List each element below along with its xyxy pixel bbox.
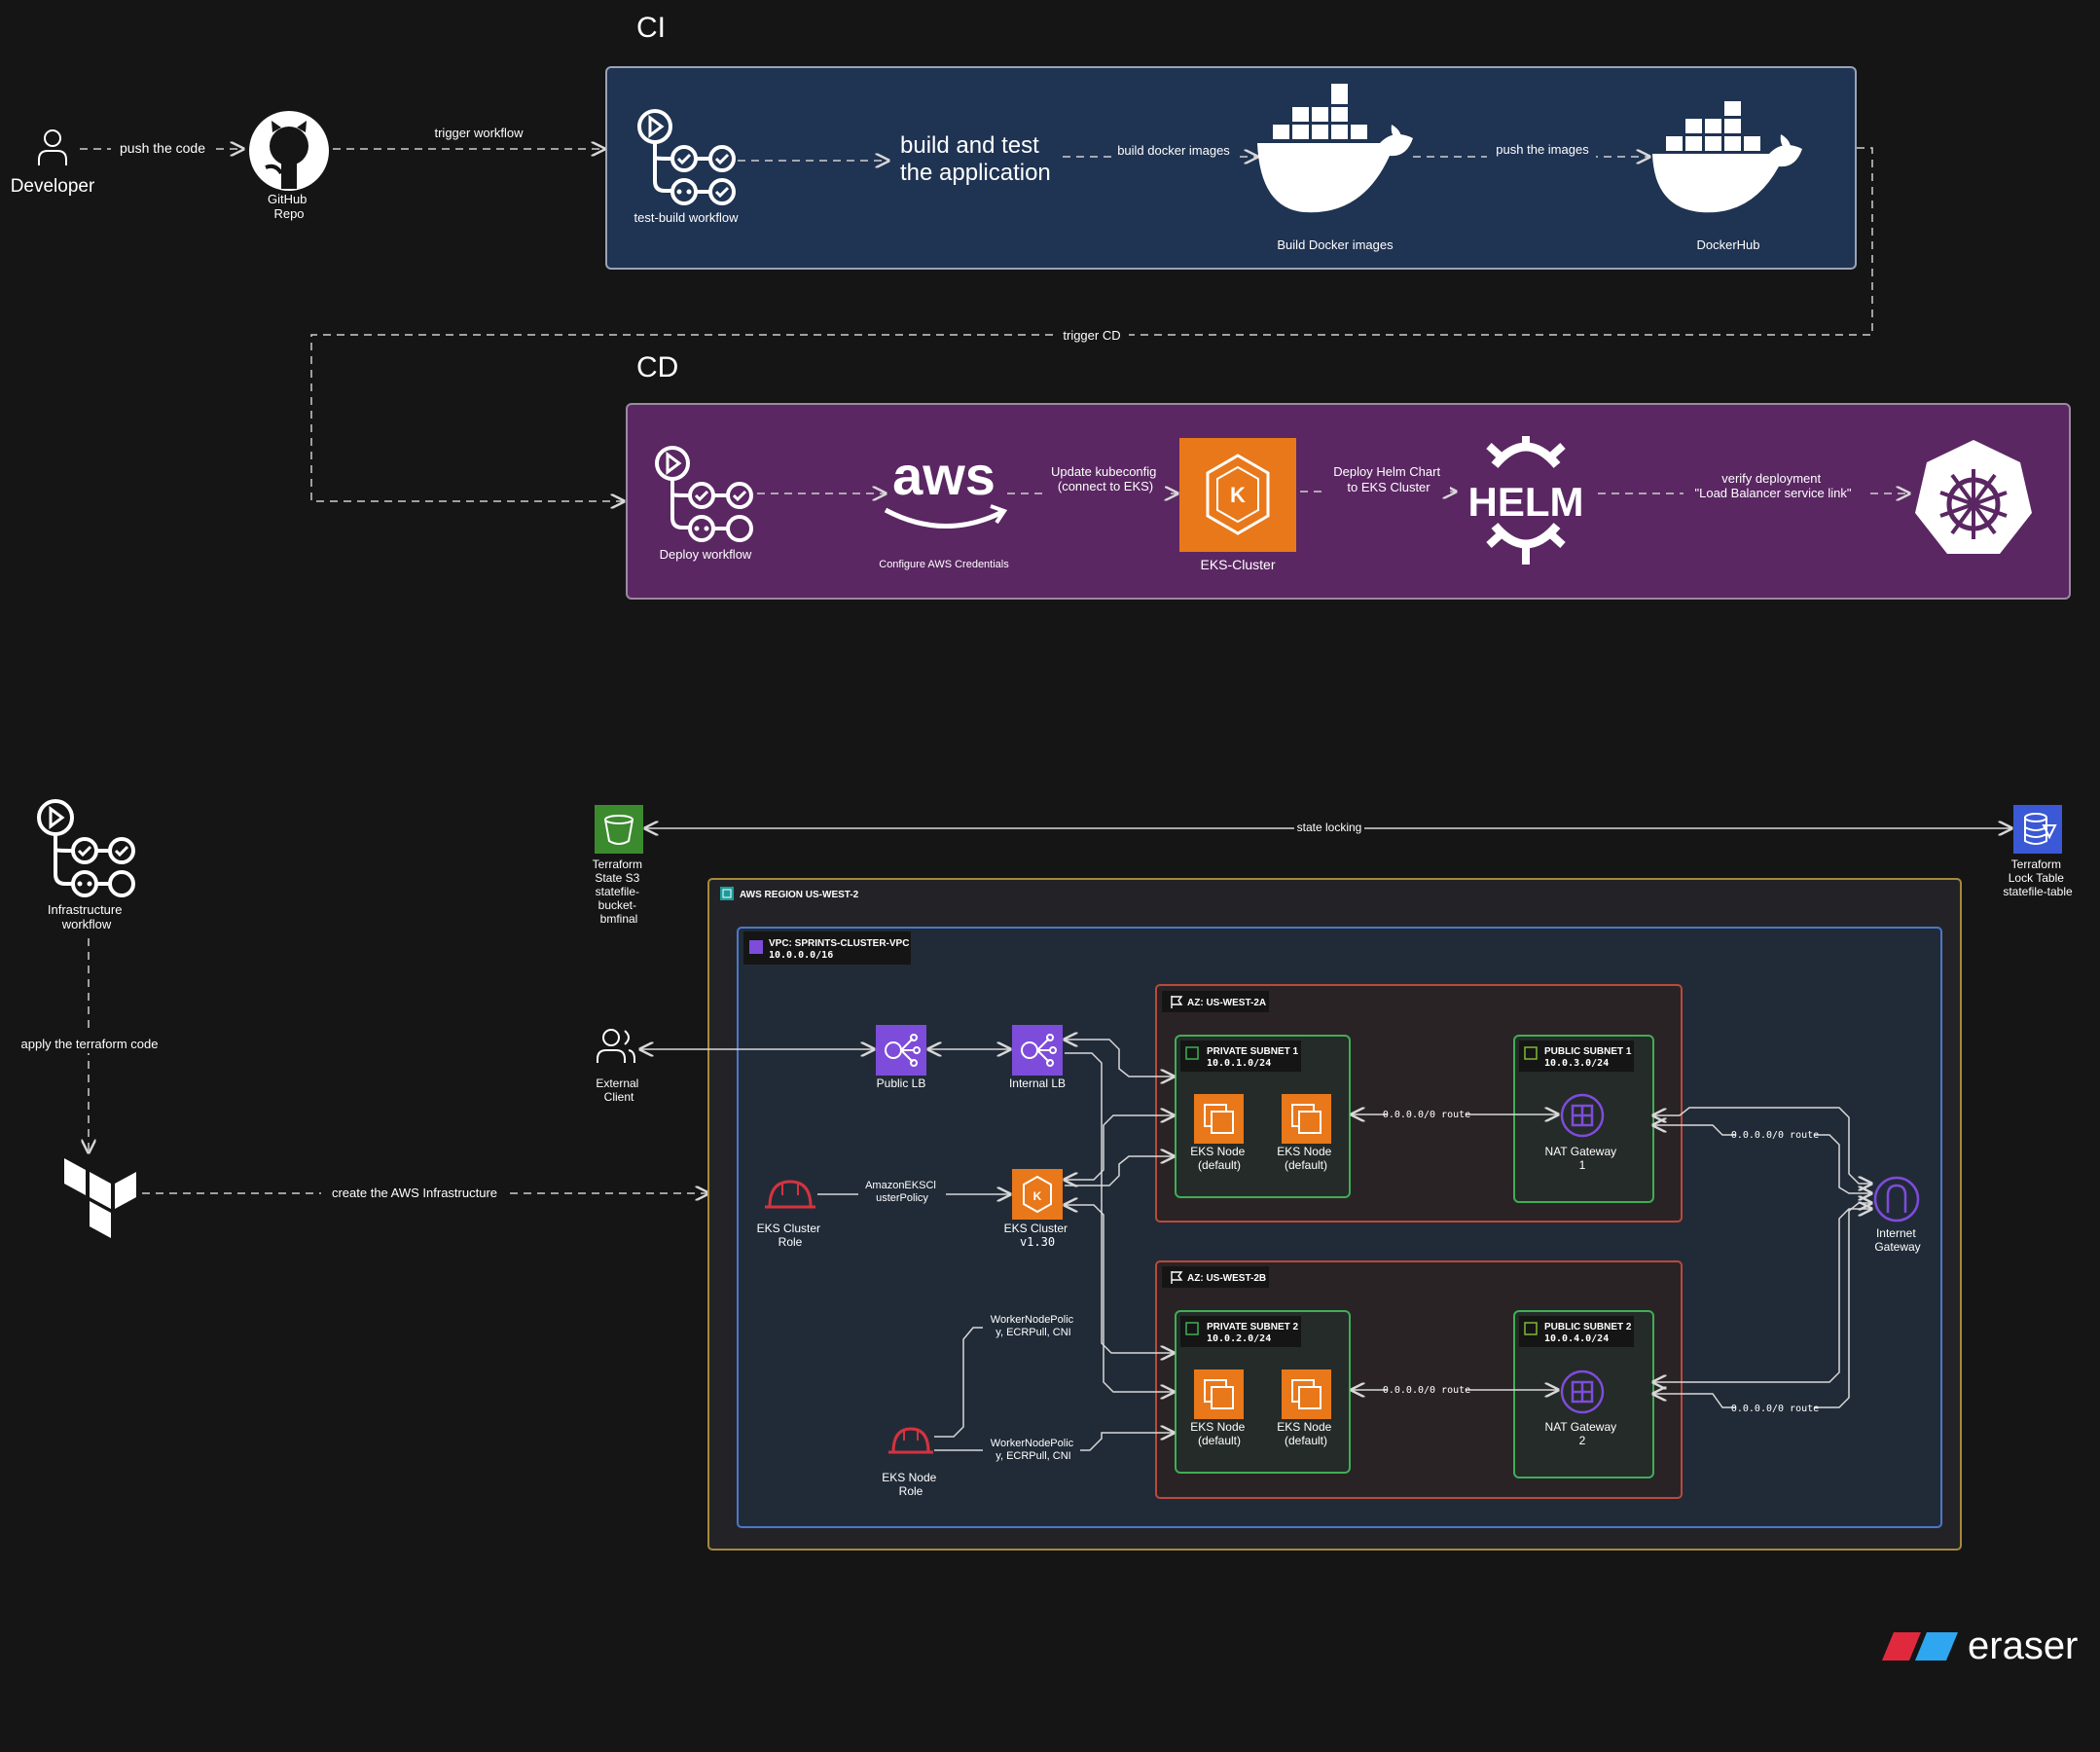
apply-terraform-label: apply the terraform code [21, 1037, 159, 1051]
internet-gateway-label: Internet Gateway [1874, 1226, 1920, 1254]
region-label: AWS REGION US-WEST-2 [740, 890, 859, 900]
push-code-label: push the code [120, 140, 205, 156]
eks-node-role-icon [888, 1427, 933, 1454]
svg-text:HELM: HELM [1468, 479, 1584, 525]
verify-deployment-label: verify deployment "Load Balancer service… [1695, 471, 1852, 500]
eks-node-1b-label: EKS Node (default) [1277, 1145, 1334, 1172]
internet-gateway-icon [1873, 1176, 1920, 1223]
configure-aws-label: Configure AWS Credentials [879, 559, 1009, 570]
deploy-helm-label: Deploy Helm Chart to EKS Cluster [1333, 464, 1443, 494]
az-a-label: AZ: US-WEST-2A [1187, 998, 1266, 1008]
deploy-workflow-label: Deploy workflow [660, 547, 752, 562]
nat2-to-igw-edge-b [1653, 1203, 1871, 1408]
private-subnet-1 [1175, 1035, 1351, 1198]
aws-logo-icon: aws [884, 445, 1008, 529]
update-kubeconfig-label: Update kubeconfig (connect to EKS) [1051, 464, 1160, 493]
external-client-label: External Client [596, 1077, 641, 1104]
developer-icon [38, 129, 67, 165]
trigger-cd-label: trigger CD [1063, 328, 1120, 343]
internal-lb-to-subnet1-edge [1065, 1040, 1174, 1077]
kubernetes-icon [1915, 440, 2032, 554]
route-nat1-label: 0.0.0.0/0 route [1383, 1110, 1470, 1120]
svg-text:K: K [1230, 483, 1246, 507]
cd-heading: CD [636, 351, 678, 383]
worker-policy-2-label: WorkerNodePolic y, ECRPull, CNI [991, 1438, 1076, 1462]
cluster-to-subnet1b-edge [1065, 1156, 1174, 1186]
dockerhub-label: DockerHub [1696, 237, 1759, 252]
push-images-label: push the images [1496, 142, 1589, 157]
private-subnet-1-label: PRIVATE SUBNET 1 10.0.1.0/24 [1207, 1046, 1301, 1069]
nat-gateway-icon [1560, 1369, 1605, 1414]
eks-cluster-v130-label: EKS Cluster v1.30 [1004, 1222, 1071, 1249]
vpc-label: VPC: SPRINTS-CLUSTER-VPC 10.0.0.0/16 [769, 938, 912, 961]
cluster-to-subnet1-edge [1065, 1115, 1174, 1180]
svg-text:K: K [1033, 1189, 1042, 1203]
github-label: GitHub Repo [268, 192, 310, 221]
s3-label: Terraform State S3 statefile- bucket- bm… [593, 858, 646, 926]
eks-node-1a-label: EKS Node (default) [1190, 1145, 1248, 1172]
private-subnet-2-label: PRIVATE SUBNET 2 10.0.2.0/24 [1207, 1322, 1301, 1344]
workflow-icon [637, 109, 736, 205]
eks-node-icon [1282, 1094, 1331, 1144]
eraser-logo-icon [1882, 1632, 1958, 1661]
eks-node-icon [1282, 1369, 1331, 1419]
eks-node-2a-label: EKS Node (default) [1190, 1420, 1248, 1447]
dockerhub-icon [1652, 101, 1802, 213]
build-images-edge-label: build docker images [1117, 143, 1230, 158]
eks-node-role-label: EKS Node Role [882, 1471, 939, 1498]
eks-node-icon [1194, 1094, 1244, 1144]
private-subnet-2 [1175, 1310, 1351, 1474]
infra-workflow-icon [37, 799, 135, 897]
deploy-workflow-icon [655, 446, 753, 542]
test-build-workflow-label: test-build workflow [634, 210, 740, 225]
nat-gateway-icon [1560, 1093, 1605, 1138]
docker-build-icon [1257, 84, 1413, 213]
internal-lb-label: Internal LB [1009, 1077, 1066, 1090]
build-docker-images-label: Build Docker images [1277, 237, 1394, 252]
state-locking-label: state locking [1297, 821, 1362, 834]
eks-cluster-label: EKS-Cluster [1200, 557, 1275, 572]
s3-bucket-icon [595, 805, 643, 854]
route-igw2-label: 0.0.0.0/0 route [1731, 1404, 1819, 1414]
create-infra-label: create the AWS Infrastructure [332, 1186, 497, 1200]
cd-panel [626, 403, 2071, 600]
public-lb-label: Public LB [877, 1077, 926, 1090]
internal-lb-icon [1012, 1025, 1063, 1076]
worker-policy-1-label: WorkerNodePolic y, ECRPull, CNI [991, 1314, 1076, 1338]
route-nat2-label: 0.0.0.0/0 route [1383, 1385, 1470, 1396]
public-subnet-1-label: PUBLIC SUBNET 1 10.0.3.0/24 [1544, 1046, 1634, 1069]
nat-gateway-2-label: NAT Gateway 2 [1545, 1420, 1620, 1447]
nat-gateway-1-label: NAT Gateway 1 [1545, 1145, 1620, 1172]
cluster-to-subnet2-edge [1065, 1205, 1174, 1392]
nat1-to-igw-edge-b [1653, 1125, 1871, 1193]
lock-table-icon [2013, 805, 2062, 854]
github-icon [249, 111, 329, 191]
eks-node-2b-label: EKS Node (default) [1277, 1420, 1334, 1447]
eks-cluster-role-label: EKS Cluster Role [757, 1222, 824, 1249]
eks-cluster-v130-icon: K [1012, 1169, 1063, 1220]
trigger-workflow-label: trigger workflow [434, 126, 524, 140]
eks-cluster-role-icon [765, 1180, 815, 1209]
external-client-icon [597, 1029, 635, 1063]
eks-node-icon [1194, 1369, 1244, 1419]
az-b-label: AZ: US-WEST-2B [1187, 1273, 1266, 1284]
eraser-brand: eraser [1968, 1624, 2078, 1667]
svg-text:aws: aws [892, 445, 996, 506]
helm-logo-icon: HELM [1468, 436, 1584, 565]
cluster-policy-label: AmazonEKSCl usterPolicy [865, 1180, 939, 1204]
ci-heading: CI [636, 12, 666, 44]
public-lb-icon [876, 1025, 926, 1076]
terraform-icon [64, 1158, 136, 1238]
route-igw1-label: 0.0.0.0/0 route [1731, 1130, 1819, 1141]
lock-table-label: Terraform Lock Table statefile-table [2003, 858, 2073, 898]
developer-label: Developer [11, 176, 95, 197]
build-test-label: build and test the application [900, 132, 1051, 186]
infra-workflow-label: Infrastructure workflow [48, 902, 126, 931]
public-subnet-2-label: PUBLIC SUBNET 2 10.0.4.0/24 [1544, 1322, 1634, 1344]
ci-panel [605, 66, 1857, 270]
eks-cluster-icon: K [1179, 438, 1296, 552]
